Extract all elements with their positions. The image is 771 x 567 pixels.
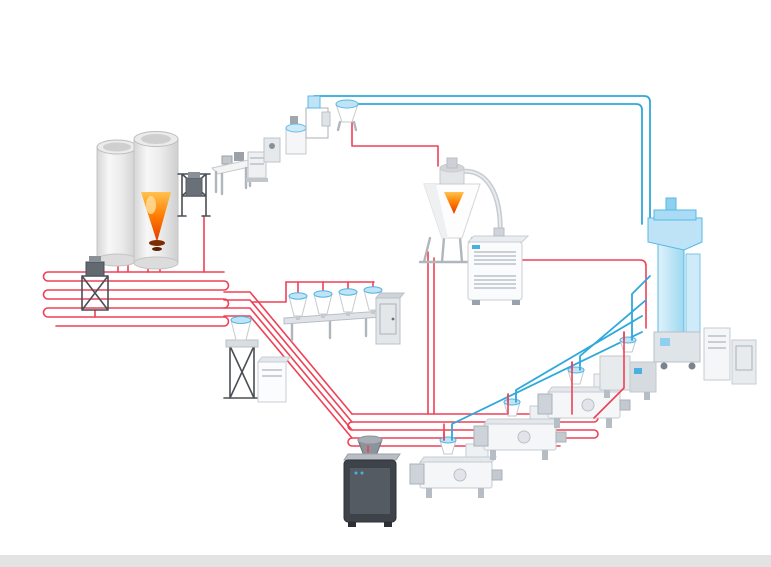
dosing-cabinet (256, 356, 292, 403)
mid-loader (223, 316, 261, 399)
transfer-pipe (457, 168, 503, 237)
side-cabinets (703, 327, 757, 385)
compact-unit-a (246, 151, 268, 182)
gantry-loader (177, 172, 211, 217)
loader-station (81, 256, 109, 311)
silo-left (96, 139, 138, 267)
extruder-line (409, 431, 503, 498)
station-hopper (288, 292, 308, 320)
dehumidifier-dryer (466, 227, 530, 305)
gravimetric-blender (343, 435, 401, 527)
compact-extruder (599, 331, 657, 400)
mixer-unit (285, 116, 307, 155)
material-cone (141, 192, 171, 251)
pelletizing-tower (647, 197, 703, 370)
station-hopper (338, 288, 358, 316)
station-hopper (313, 290, 333, 318)
station-cabinet (374, 292, 406, 345)
red-pipe-network (42, 121, 647, 447)
extruder-line (473, 393, 567, 460)
vacuum-station (305, 95, 331, 139)
pipe-risers-front (367, 331, 625, 453)
compact-unit-b (263, 137, 281, 163)
blue-pipe-network (313, 95, 651, 433)
top-feed-hopper (335, 99, 359, 132)
floor-band (0, 555, 771, 567)
